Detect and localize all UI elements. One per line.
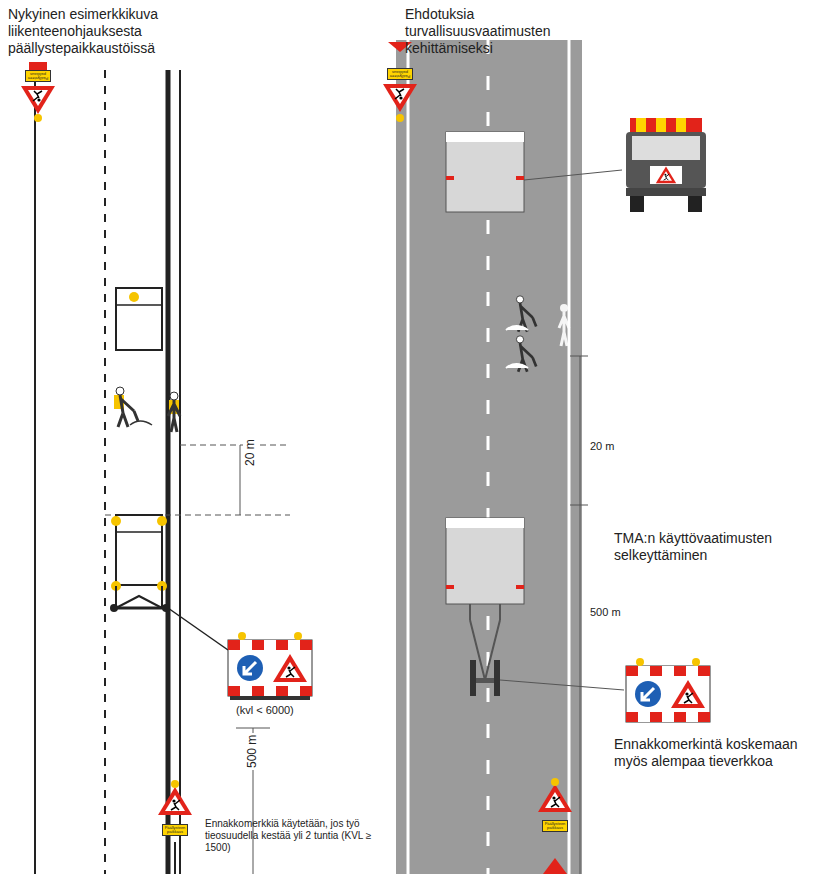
panel-heading: Ehdotuksia turvallisuusvaatimusten kehit…: [405, 6, 605, 56]
dimension: 500 m: [588, 606, 623, 619]
note: Ennakkomerkkiä käytetään, jos työ tieosu…: [205, 818, 385, 854]
sign-plate: Päällysteen paikkaus: [25, 70, 51, 82]
dimension: 500 m: [245, 733, 259, 770]
dimension: 20 m: [588, 440, 616, 453]
sign-plate: Päällysteen paikkaus: [162, 824, 188, 836]
panel-heading: Nykyinen esimerkkikuva liikenteenohjauks…: [8, 6, 258, 56]
note: (kvl < 6000): [236, 704, 336, 717]
sign-plate: Päällysteen paikkaus: [542, 820, 568, 832]
callout-text: TMA:n käyttövaatimusten selkeyttäminen: [614, 530, 814, 564]
callout-text: Ennakkomerkintä koskemaan myös alempaa t…: [614, 736, 814, 770]
sign-plate: Päällysteen paikkaus: [387, 68, 413, 80]
dimension: 20 m: [243, 437, 257, 468]
